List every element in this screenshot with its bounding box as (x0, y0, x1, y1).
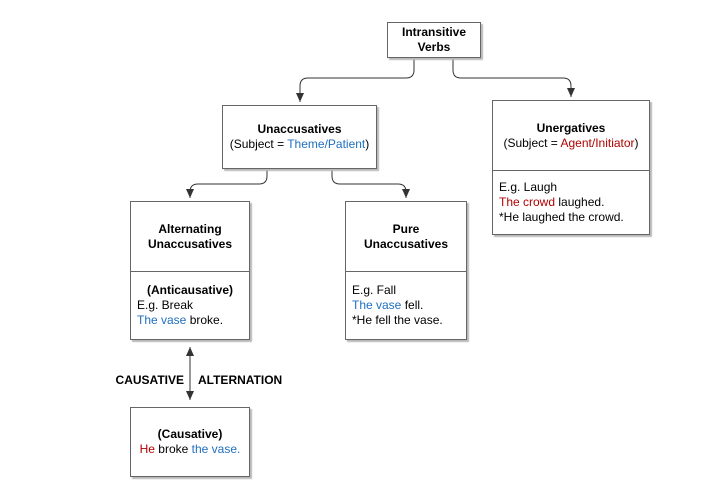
intransitive-verbs-title: Intransitive Verbs (401, 25, 467, 54)
causative-alternation-label-right: ALTERNATION (198, 373, 283, 387)
agent-initiator-role: Agent/Initiator (560, 135, 635, 150)
unergatives-subject-line: (Subject = Agent/Initiator) (503, 135, 639, 150)
pure-example-label: E.g. Fall (352, 283, 397, 297)
pure-bad-sentence: *He fell the vase. (352, 313, 443, 327)
causative-sentence: He broke the vase. (139, 442, 241, 456)
causative-box: (Causative) He broke the vase. (130, 407, 250, 477)
alternating-unaccusatives-box: Alternating Unaccusatives (Anticausative… (130, 201, 250, 340)
alternating-good-sentence: The vase broke. (137, 313, 224, 327)
unergatives-bad-sentence: *He laughed the crowd. (499, 210, 624, 224)
unergatives-good-sentence: The crowd laughed. (499, 195, 605, 209)
unergatives-box: Unergatives (Subject = Agent/Initiator) … (492, 100, 650, 235)
pure-unaccusatives-title: Pure Unaccusatives (363, 221, 449, 251)
pure-unaccusatives-box: Pure Unaccusatives E.g. Fall The vase fe… (345, 201, 467, 340)
edge-root-to-unergatives (452, 58, 575, 97)
causative-alternation-label-left: CAUSATIVE (115, 373, 184, 387)
unaccusatives-box: Unaccusatives (Subject = Theme/Patient) (222, 105, 377, 169)
pure-good-sentence: The vase fell. (352, 298, 424, 312)
edge-unaccusatives-to-alternating (186, 169, 268, 198)
edge-unaccusatives-to-pure (331, 169, 410, 198)
anticausative-subtype-label: (Anticausative) (146, 283, 234, 297)
alternating-unaccusatives-title: Alternating Unaccusatives (147, 221, 233, 251)
theme-patient-role: Theme/Patient (287, 137, 366, 151)
unaccusatives-subject-line: (Subject = Theme/Patient) (229, 137, 370, 151)
causative-title: (Causative) (157, 427, 223, 441)
unergatives-title: Unergatives (536, 120, 606, 135)
intransitive-verbs-box: Intransitive Verbs (387, 22, 481, 58)
alternating-example-label: E.g. Break (137, 298, 194, 312)
edge-root-to-unaccusatives (296, 58, 415, 102)
unergatives-example-label: E.g. Laugh (499, 180, 558, 194)
unaccusatives-title: Unaccusatives (257, 122, 342, 136)
